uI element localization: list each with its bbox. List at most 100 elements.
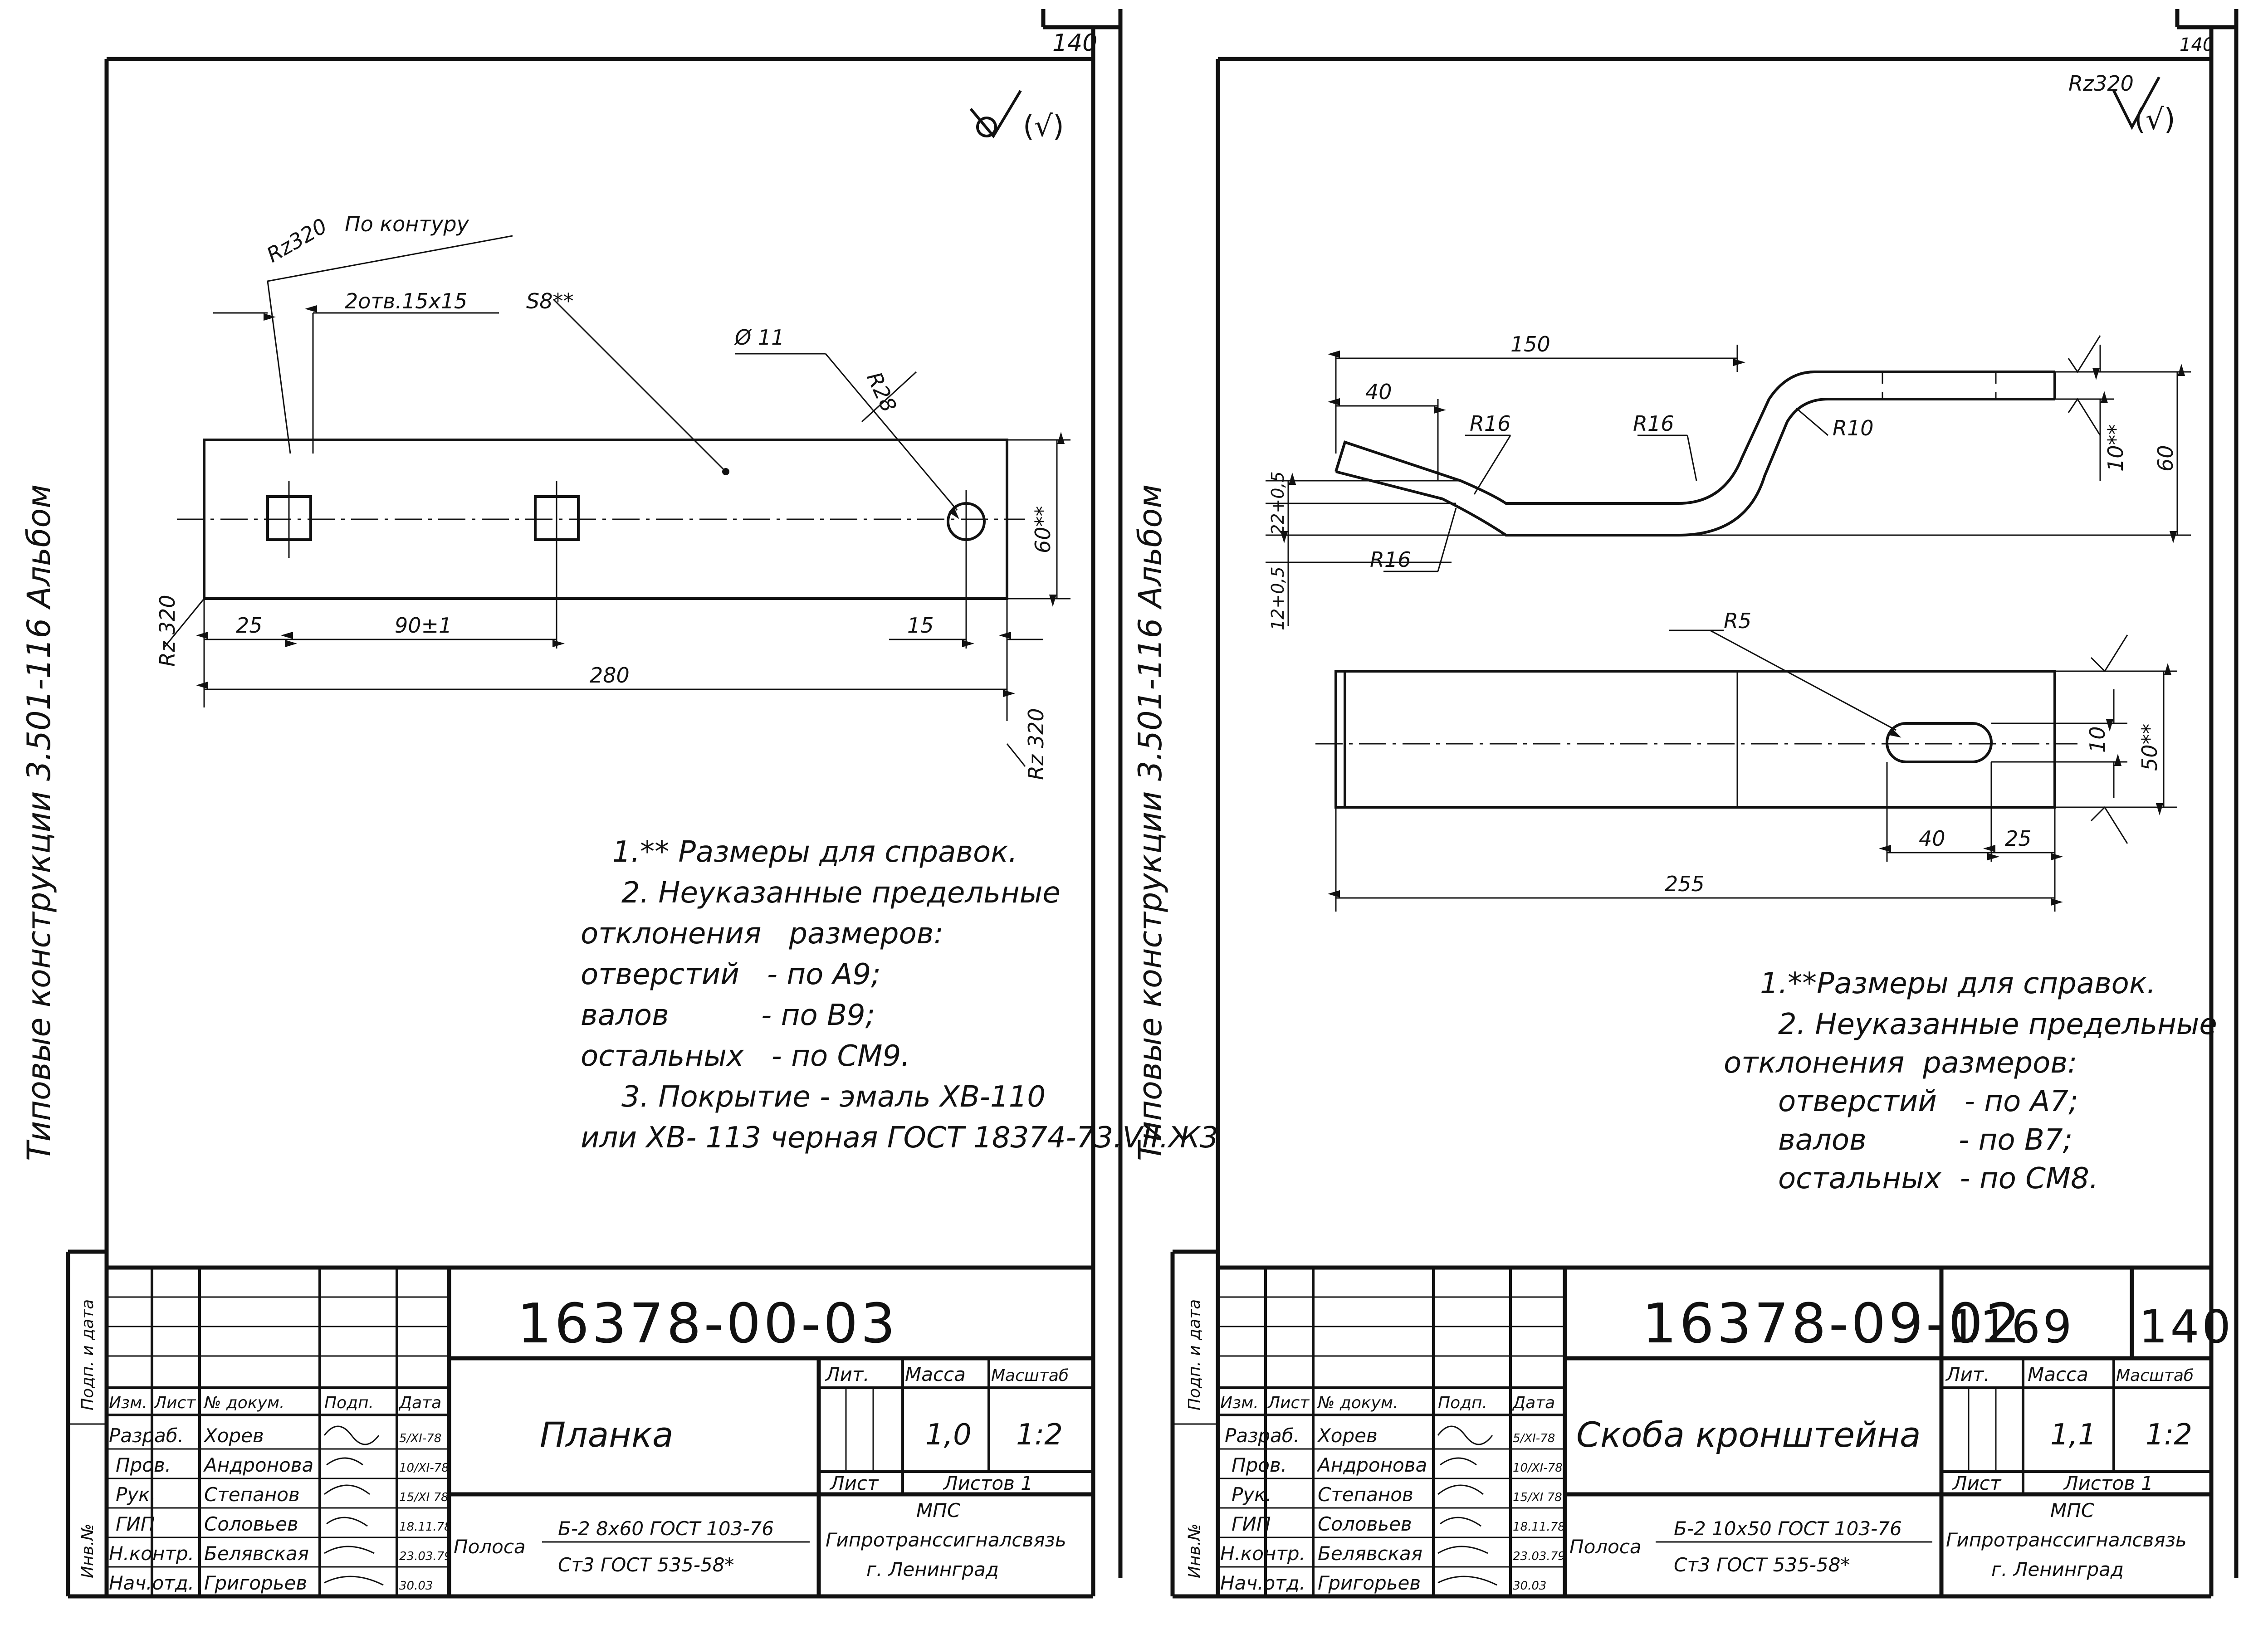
left-staff-role: Пров.	[116, 1454, 171, 1476]
left-staff-name: Хорев	[203, 1424, 264, 1447]
left-staff-role: Н.контр.	[109, 1542, 194, 1565]
bracket-plan-view	[1315, 629, 2177, 912]
left-staff-date: 15/XI 78	[399, 1491, 449, 1504]
right-hdr-list: Лист	[1267, 1394, 1310, 1412]
right-staff-name: Андронова	[1316, 1454, 1427, 1476]
left-sign-date-label: Подп. и дата	[78, 1299, 97, 1410]
left-hdr-doc: № докум.	[203, 1394, 284, 1412]
dim-22: 22+0,5	[1268, 471, 1288, 535]
left-hdr-date: Дата	[398, 1394, 441, 1412]
right-staff-role: Пров.	[1232, 1454, 1287, 1476]
left-note-1: 1.** Размеры для справок.	[612, 835, 1017, 869]
right-doc-code: 16378-09-02	[1642, 1293, 2023, 1356]
left-staff-date: 5/XI-78	[399, 1432, 441, 1445]
left-list-cell: Лист	[829, 1472, 879, 1494]
left-signatures	[323, 1425, 384, 1586]
right-staff-name: Хорев	[1317, 1424, 1378, 1447]
left-notes: 1.** Размеры для справок. 2. Неуказанные…	[581, 835, 1218, 1155]
right-staff-role: Нач.отд.	[1220, 1572, 1305, 1594]
right-material-bottom: Ст3 ГОСТ 535-58*	[1674, 1554, 1850, 1576]
left-scale: 1:2	[1016, 1418, 1063, 1452]
left-staff-role: Разраб.	[109, 1424, 184, 1447]
right-hdr-massa: Масса	[2028, 1363, 2088, 1385]
left-hdr-lit: Лит.	[825, 1363, 870, 1385]
right-staff-date: 23.03.79	[1513, 1550, 1565, 1563]
thickness-label: S8**	[526, 289, 573, 313]
left-hdr-sign: Подп.	[324, 1394, 374, 1412]
radius-label: R28	[862, 368, 901, 416]
right-hdr-masshtab: Масштаб	[2116, 1366, 2194, 1385]
left-note-7: 3. Покрытие - эмаль ХВ-110	[621, 1080, 1046, 1114]
dim-12: 12+0,5	[1268, 566, 1288, 630]
right-staff-date: 18.11.78	[1513, 1520, 1565, 1534]
right-staff-role: Рук.	[1232, 1483, 1272, 1506]
left-surface-mark-icon: (√)	[969, 90, 1064, 143]
right-scale: 1:2	[2146, 1418, 2192, 1452]
left-material-prefix: Полоса	[454, 1536, 526, 1558]
album-label-right: Типовые конструкции 3.501-116 Альбом	[1132, 484, 1169, 1161]
dim-60-right: 60	[2153, 445, 2178, 472]
right-hdr-doc: № докум.	[1317, 1394, 1398, 1412]
right-inv-code: 1169	[1948, 1300, 2075, 1353]
right-inv-label: Инв.№	[1185, 1523, 1204, 1578]
left-mass: 1,0	[925, 1418, 972, 1452]
left-note-3: отклонения размеров:	[581, 917, 943, 951]
left-staff-date: 18.11.78	[399, 1520, 452, 1534]
left-hdr-masshtab: Масштаб	[991, 1366, 1069, 1385]
rz-right-label: Rz 320	[1024, 708, 1048, 780]
left-material-top: Б-2 8x60 ГОСТ 103-76	[558, 1517, 774, 1540]
contour-label: По контуру	[345, 212, 469, 236]
dim-40: 40	[1365, 380, 1392, 404]
left-org-3: г. Ленинград	[866, 1558, 999, 1580]
left-org-1: МПС	[916, 1499, 961, 1522]
dim-60: 60**	[1031, 506, 1055, 553]
dim-50: 50**	[2137, 723, 2162, 771]
dim-280: 280	[590, 663, 630, 688]
dim-10-slot: 10	[2085, 726, 2110, 753]
right-title-block	[1170, 1249, 2211, 1599]
right-surface-paren: (√)	[2134, 103, 2175, 137]
rz-left-label: Rz 320	[155, 595, 180, 667]
right-note-6: остальных - по СМ8.	[1778, 1162, 2098, 1195]
left-title-block	[66, 1249, 1093, 1599]
dim-255: 255	[1665, 872, 1705, 896]
right-note-2: 2. Неуказанные предельные	[1778, 1008, 2217, 1041]
left-sheet-frame	[104, 9, 1123, 1596]
right-notes: 1.**Размеры для справок. 2. Неуказанные …	[1724, 967, 2217, 1195]
left-hdr-massa: Масса	[905, 1363, 966, 1385]
left-inv-label: Инв.№	[78, 1523, 97, 1578]
right-hdr-sign: Подп.	[1438, 1394, 1487, 1412]
holes-label: 2отв.15x15	[345, 289, 467, 313]
left-staff-date: 30.03	[399, 1579, 433, 1593]
right-note-4: отверстий - по А7;	[1778, 1085, 2078, 1118]
left-staff-role: ГИП	[116, 1513, 155, 1535]
dim-90: 90±1	[395, 613, 452, 638]
rz-contour-label: Rz320	[263, 214, 332, 268]
left-staff-date: 23.03.79	[399, 1550, 452, 1563]
dim-15: 15	[907, 613, 934, 638]
right-sign-date-label: Подп. и дата	[1185, 1299, 1204, 1410]
right-staff-name: Соловьев	[1318, 1513, 1412, 1535]
left-note-6: остальных - по СМ9.	[581, 1039, 910, 1073]
dim-150: 150	[1510, 332, 1550, 356]
right-staff-date: 30.03	[1513, 1579, 1546, 1593]
right-staff-name: Белявская	[1318, 1542, 1422, 1565]
right-material-top: Б-2 10x50 ГОСТ 103-76	[1674, 1517, 1902, 1540]
album-label-left: Типовые конструкции 3.501-116 Альбом	[20, 484, 58, 1161]
right-hdr-izm: Изм.	[1220, 1394, 1259, 1412]
dim-25-plan: 25	[2005, 826, 2032, 851]
left-staff-name: Соловьев	[204, 1513, 298, 1535]
left-note-4: отверстий - по А9;	[581, 958, 881, 991]
left-staff-name: Григорьев	[204, 1572, 307, 1594]
radius-16-c: R16	[1370, 547, 1411, 572]
right-surface-mark-icon	[2112, 76, 2160, 130]
planka-drawing	[162, 235, 1026, 767]
radius-16-b: R16	[1633, 411, 1674, 436]
right-mass: 1,1	[2050, 1418, 2097, 1452]
right-sheet-code: 140	[2139, 1300, 2234, 1353]
right-staff-date: 5/XI-78	[1513, 1432, 1555, 1445]
right-note-1: 1.**Размеры для справок.	[1760, 967, 2156, 1000]
left-hdr-izm: Изм.	[109, 1394, 147, 1412]
left-staff-role: Нач.отд.	[109, 1572, 194, 1594]
right-note-3: отклонения размеров:	[1724, 1046, 2077, 1080]
